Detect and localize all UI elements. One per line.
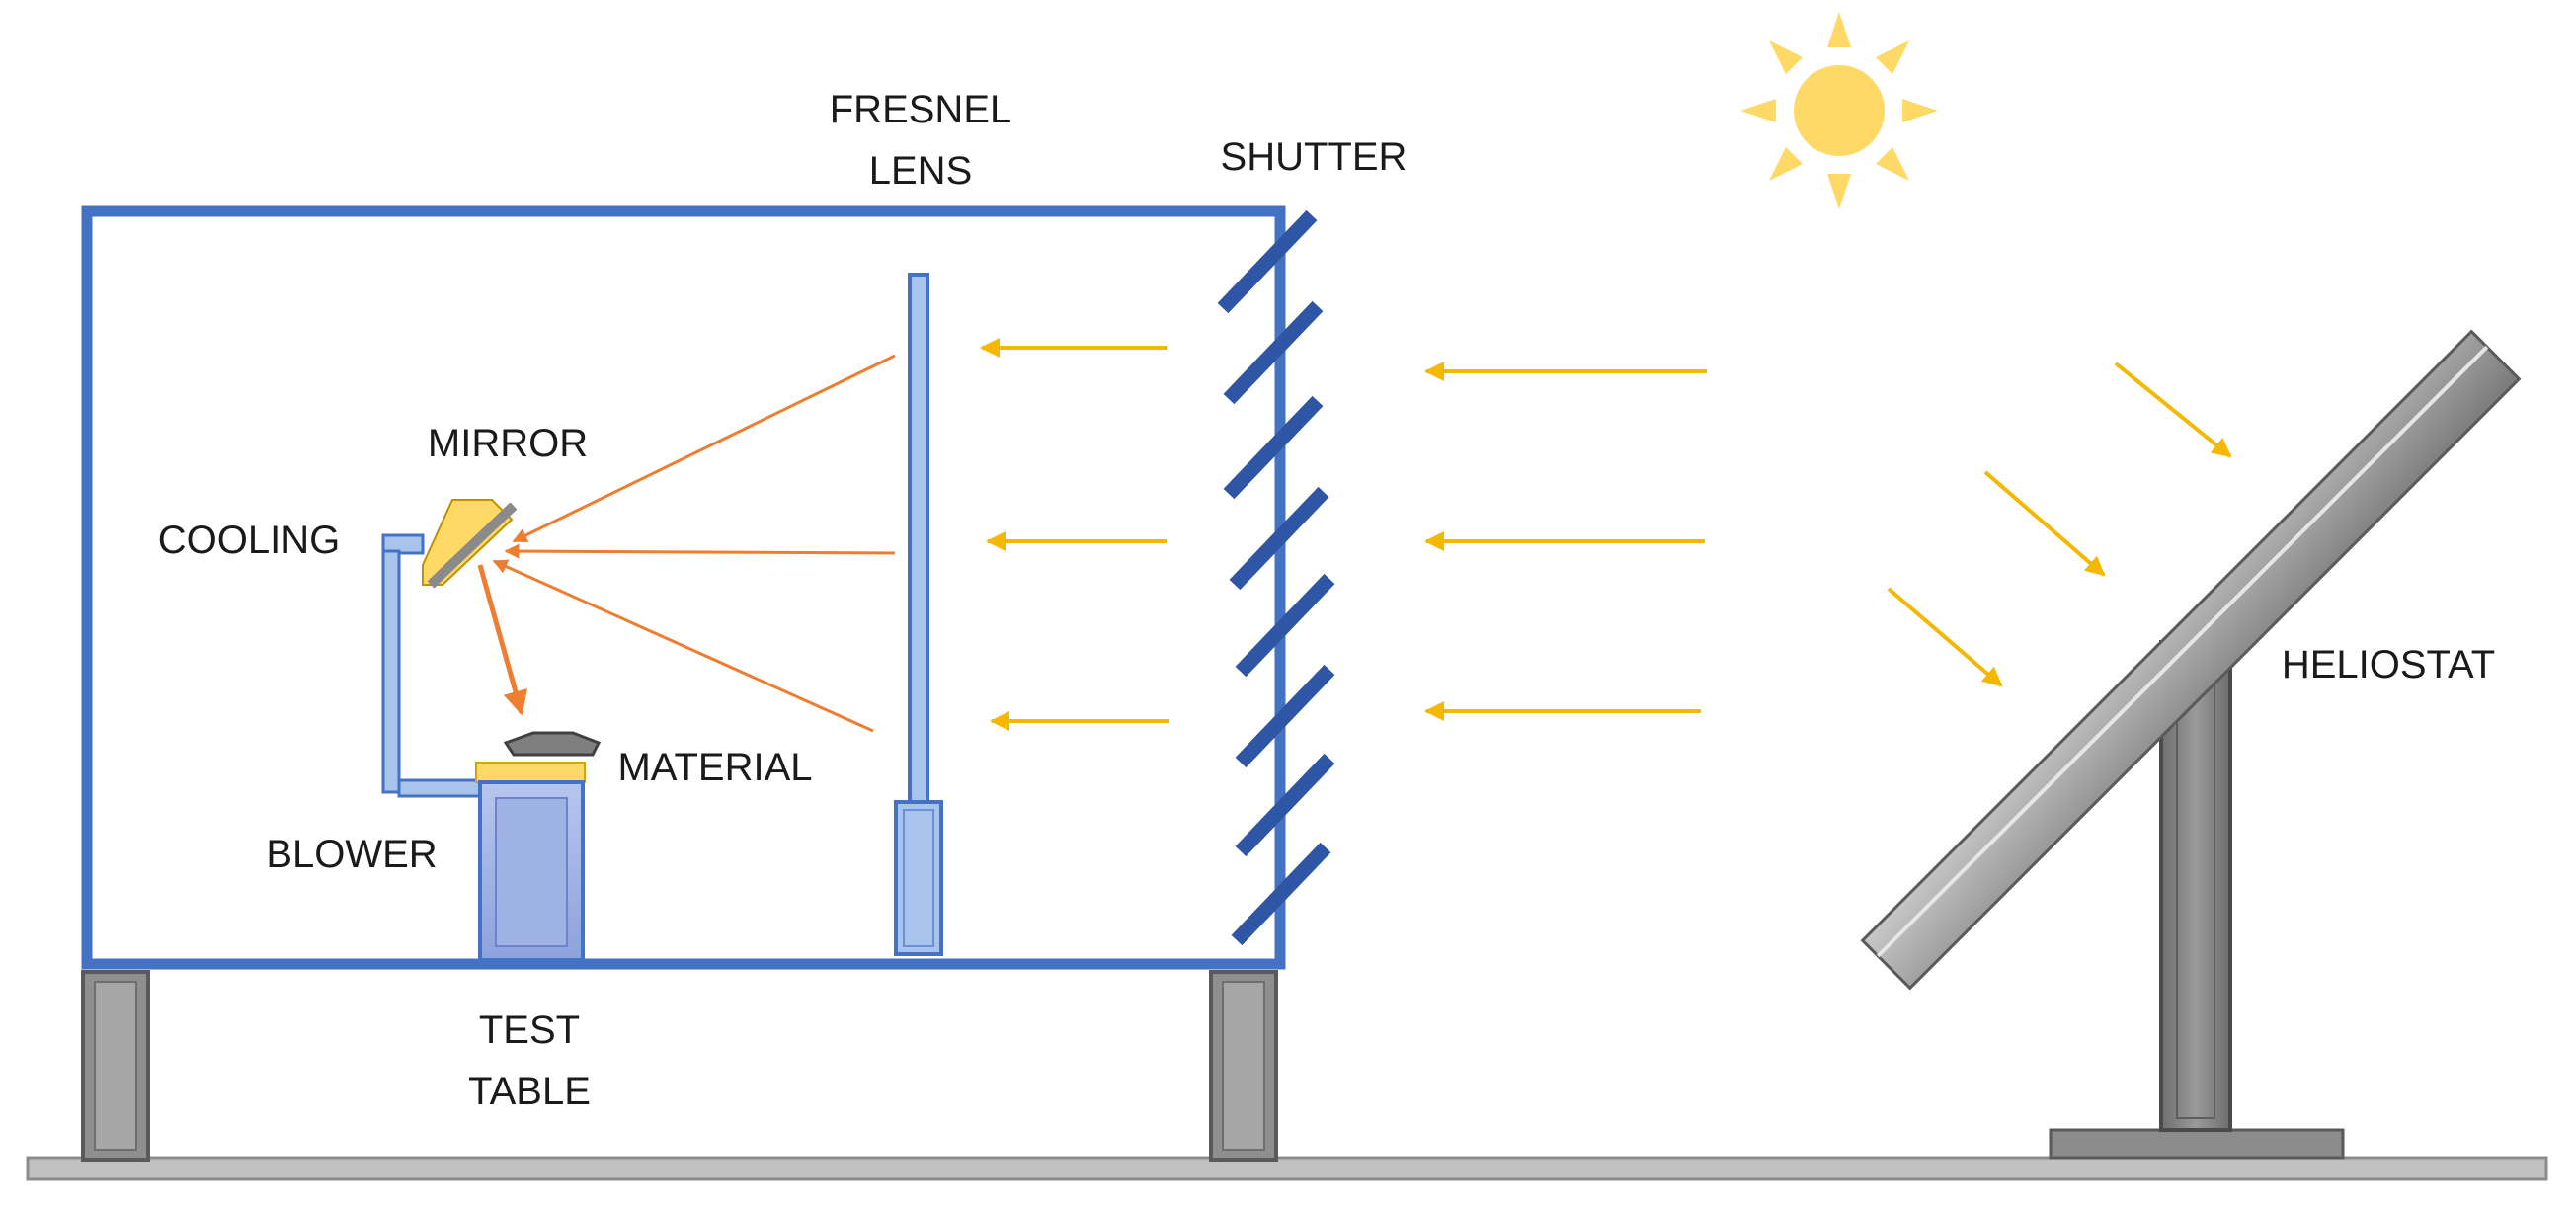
chamber-leg-left-inner [94, 981, 137, 1151]
sun-rays-inside [980, 338, 1169, 731]
label-blower: BLOWER [266, 833, 437, 876]
sun-rays-reflected [1424, 362, 1707, 721]
shutter-slat [1223, 300, 1324, 405]
shutter-slat [1231, 842, 1331, 946]
ground-line [26, 1156, 2548, 1181]
material-sample [503, 731, 602, 757]
shutter-slat [1217, 209, 1318, 314]
label-mirror: MIRROR [428, 422, 588, 465]
material-holder [475, 762, 586, 783]
mirror [422, 499, 514, 586]
label-test-table-line1: TEST [479, 1008, 580, 1052]
test-chamber [81, 205, 1286, 970]
shutter [1217, 209, 1335, 946]
label-fresnel-lens-line1: FRESNEL [830, 88, 1012, 131]
shutter-slat [1235, 573, 1335, 678]
chamber-leg-right-inner [1222, 981, 1265, 1151]
fresnel-lens-mount-inner [903, 809, 934, 947]
focused-rays [492, 354, 896, 733]
mirror-to-material-ray [477, 564, 527, 716]
label-cooling: COOLING [158, 519, 340, 562]
test-table-inner [495, 797, 568, 947]
label-shutter: SHUTTER [1221, 135, 1408, 179]
shutter-slat [1235, 664, 1335, 768]
label-fresnel-lens-line2: LENS [869, 149, 973, 193]
shutter-slat [1229, 486, 1329, 591]
shutter-slat [1235, 753, 1335, 857]
fresnel-lens-mount [894, 800, 943, 956]
label-heliostat: HELIOSTAT [2282, 643, 2495, 686]
label-test-table-line2: TABLE [468, 1070, 591, 1113]
heliostat-base [2049, 1128, 2345, 1160]
sun-icon [1740, 12, 1938, 209]
mirror-backing [427, 502, 518, 589]
shutter-slat [1223, 395, 1324, 500]
cooling-pipe [381, 533, 482, 798]
fresnel-lens [908, 273, 929, 804]
sun-rays-incident [1887, 362, 2232, 687]
label-material: MATERIAL [617, 746, 812, 789]
heliostat-mirror [1860, 329, 2522, 991]
